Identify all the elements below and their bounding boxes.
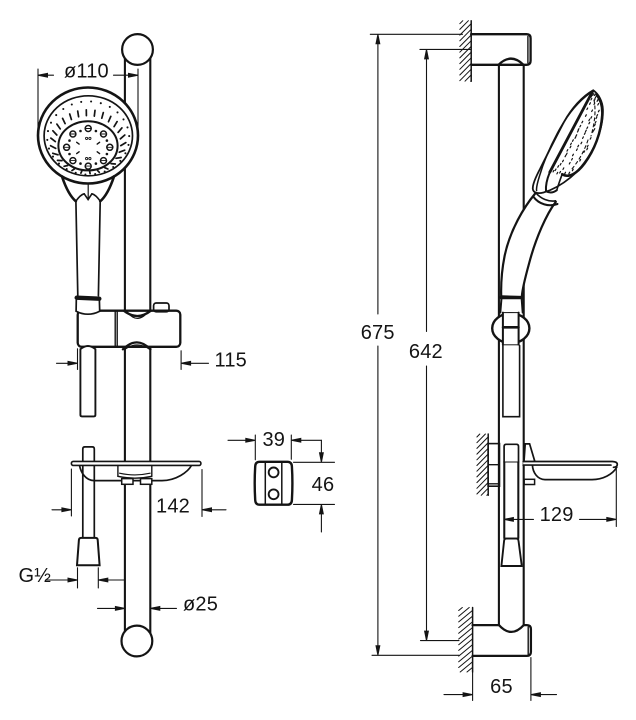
dim-mount-distance-label: 642 — [409, 341, 443, 363]
handle-grip-sleeve — [74, 295, 102, 316]
hose-cone-side — [500, 537, 523, 567]
wall-bracket-detail — [253, 460, 294, 506]
hand-shower-head — [36, 86, 140, 185]
dim-detail-height: 46 — [292, 439, 336, 533]
side-view — [458, 19, 619, 673]
dim-total-height: 675 — [361, 33, 464, 656]
shower-hose-side — [503, 443, 520, 540]
wall-bracket-side — [487, 442, 501, 488]
dim-bar-diameter-label: ø25 — [183, 594, 218, 616]
dim-dish-depth: 129 — [503, 468, 617, 528]
hand-shower-side — [531, 89, 604, 207]
soap-dish-side — [522, 443, 619, 486]
dim-detail-width: 39 — [227, 429, 322, 461]
front-view — [36, 32, 202, 658]
handle-holder-tube — [79, 345, 97, 418]
dim-detail-height-label: 46 — [312, 474, 335, 496]
wall-hatch-bottom — [458, 606, 474, 673]
dim-head-diameter-label: ø110 — [64, 60, 109, 82]
dim-bar-diameter: ø25 — [96, 594, 218, 616]
slide-bar-side — [497, 63, 525, 627]
dim-detail-width-label: 39 — [262, 429, 285, 451]
dim-mount-distance: 642 — [409, 48, 471, 642]
wall-hatch-top — [459, 19, 472, 82]
dim-dish-width-label: 142 — [156, 495, 190, 517]
dim-head-diameter: ø110 — [37, 60, 139, 130]
holder-tube-side — [502, 344, 521, 418]
dim-hose-thread: G½ — [19, 565, 125, 589]
bottom-wall-mount — [471, 623, 533, 658]
handle-grip-side — [499, 295, 524, 314]
dim-wall-offset: 65 — [443, 656, 558, 702]
hose-cone — [75, 536, 101, 567]
dim-bracket-width-label: 115 — [215, 350, 248, 372]
dim-total-height-label: 675 — [361, 322, 395, 344]
detail-view — [253, 460, 294, 506]
soap-dish — [70, 460, 202, 486]
slider-bracket — [76, 302, 182, 351]
dim-dish-depth-label: 129 — [540, 504, 574, 526]
top-wall-mount — [469, 33, 532, 66]
wall-hatch-middle — [476, 433, 489, 497]
holder-knob-side — [490, 311, 531, 346]
dim-dish-width: 142 — [51, 468, 227, 517]
shower-hose — [81, 446, 96, 539]
dim-hose-thread-label: G½ — [19, 565, 52, 587]
dim-bracket-width: 115 — [55, 348, 248, 372]
shower-handle — [60, 175, 116, 297]
dim-wall-offset-label: 65 — [490, 676, 513, 698]
shower-handle-side — [500, 192, 557, 298]
